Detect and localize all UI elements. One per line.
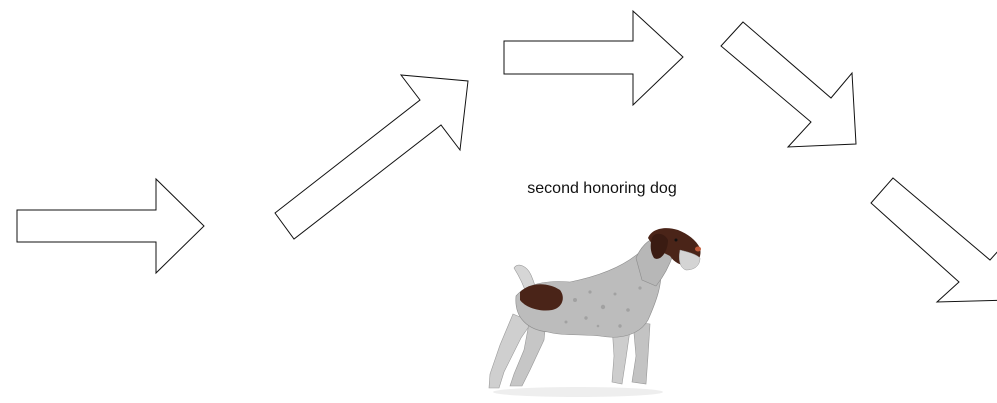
arrow-4-icon [720,21,857,148]
dog-icon [488,228,701,397]
diagram-caption: second honoring dog [527,180,677,197]
arrow-5-icon [870,177,997,303]
arrow-3-icon [503,9,684,107]
arrow-1-icon [16,177,205,275]
arrow-2-icon [274,74,469,240]
